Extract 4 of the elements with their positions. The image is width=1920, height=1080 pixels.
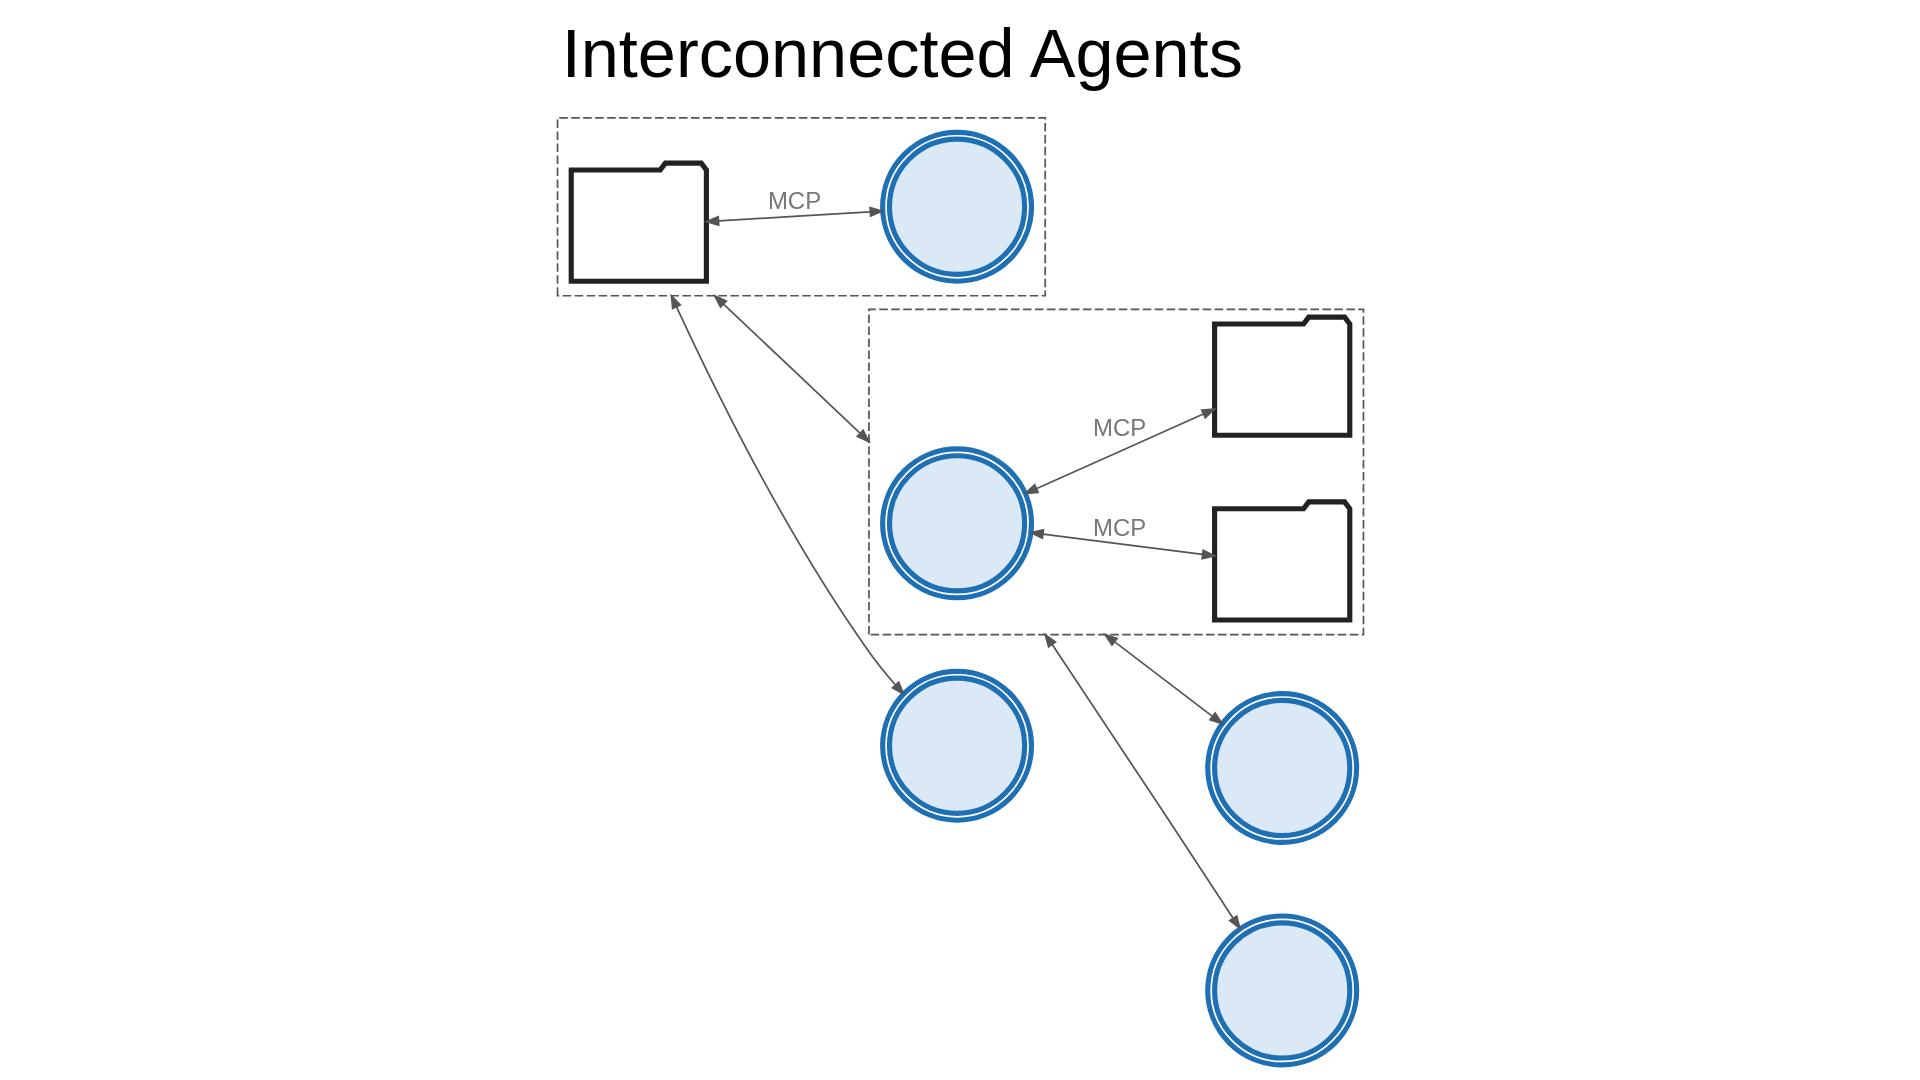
edge-label: MCP xyxy=(1092,414,1146,442)
edge-label: MCP xyxy=(1092,513,1146,541)
edge-label: MCP xyxy=(767,186,821,214)
diagram-title: Interconnected Agents xyxy=(561,14,1243,92)
